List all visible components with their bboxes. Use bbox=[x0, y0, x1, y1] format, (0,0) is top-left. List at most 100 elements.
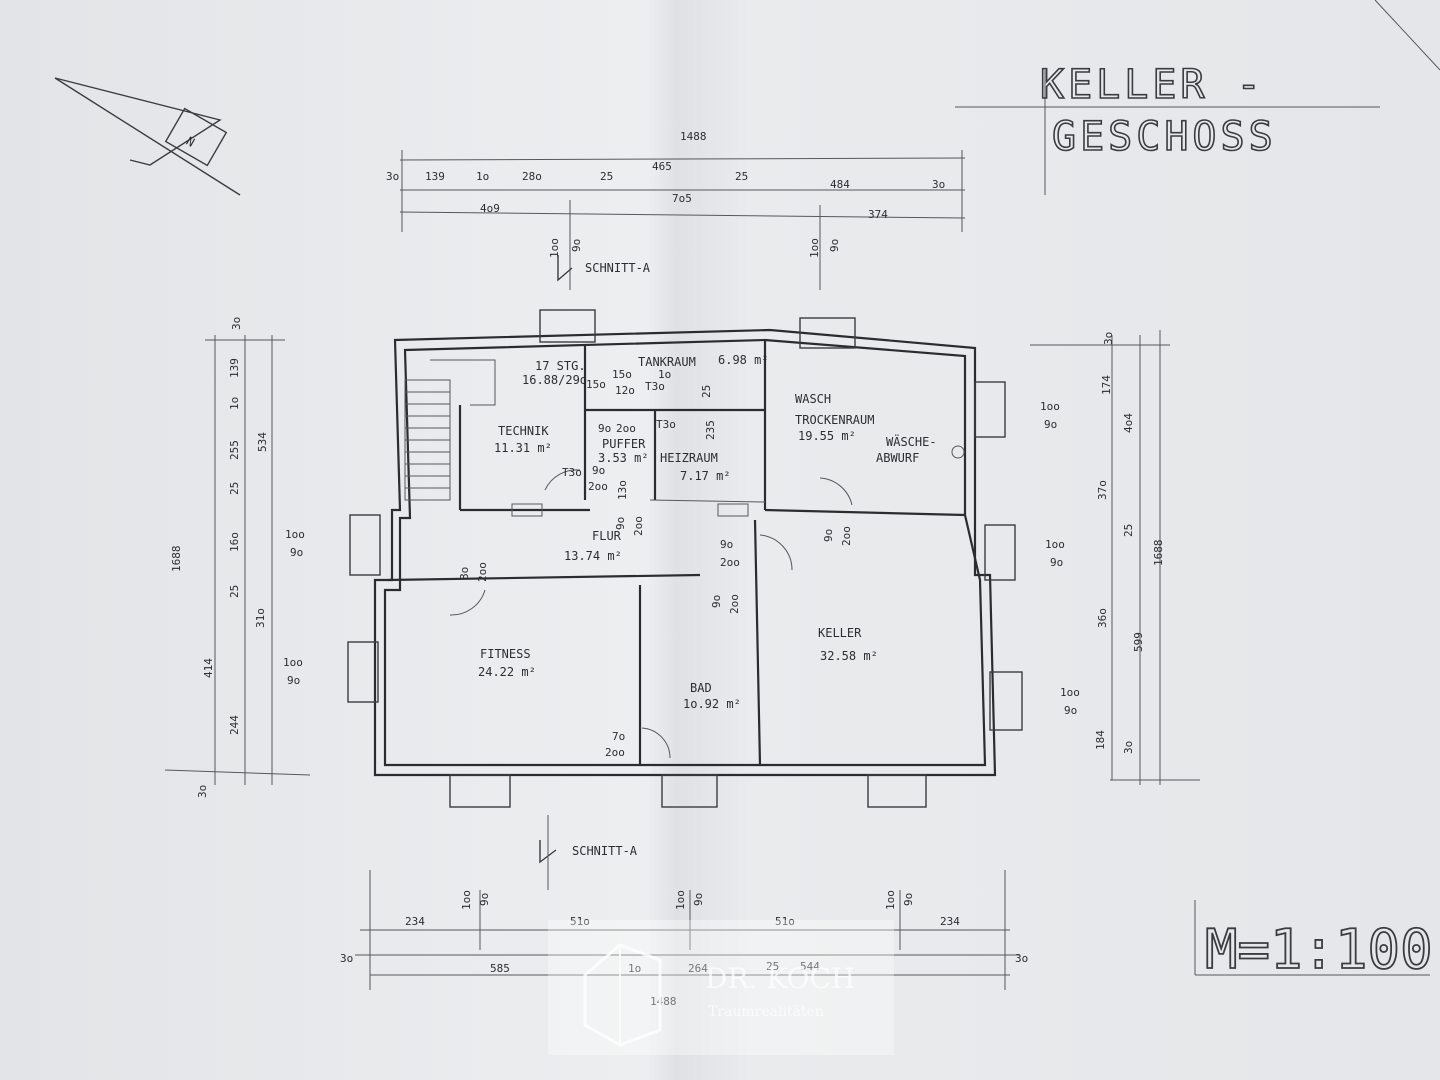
dim-label: 1688 bbox=[170, 546, 183, 573]
stairs-label: 17 STG. bbox=[535, 359, 586, 373]
fitness-area: 24.22 m² bbox=[478, 665, 536, 679]
dim-label: 3o bbox=[196, 785, 209, 798]
left-dimensions: 3o 139 1o 255 534 25 16o 25 31o 414 244 … bbox=[164, 317, 311, 798]
dim-label: 3o bbox=[386, 170, 399, 183]
dim-label: 9o bbox=[290, 546, 303, 559]
top-total-dim: 1488 bbox=[680, 130, 707, 143]
technik-area: 11.31 m² bbox=[494, 441, 552, 455]
keller-label: KELLER bbox=[818, 626, 862, 640]
dim-label: 4o9 bbox=[480, 202, 500, 215]
dim-label: 544 bbox=[800, 960, 820, 973]
dim-label: 2oo bbox=[476, 562, 489, 582]
dim-label: 9o bbox=[570, 239, 583, 252]
dim-label: 234 bbox=[405, 915, 425, 928]
dim-label: 2oo bbox=[720, 556, 740, 569]
top-dimensions: 1488 3o 139 1o 28o 25 465 25 484 3o 4o9 … bbox=[386, 130, 966, 290]
dim-label: 2oo bbox=[588, 480, 608, 493]
dim-label: 51o bbox=[570, 915, 590, 928]
staircase bbox=[404, 359, 496, 501]
dim-label: 2oo bbox=[728, 594, 741, 614]
dim-label: 9o bbox=[692, 893, 705, 906]
dim-label: 9o bbox=[592, 464, 605, 477]
window-wells bbox=[347, 309, 1023, 808]
section-label: SCHNITT-A bbox=[585, 261, 651, 275]
dim-label: 25 bbox=[1122, 524, 1135, 537]
abwurf-label: ABWURF bbox=[876, 451, 919, 465]
stairs-rise-label: 16.88/29o bbox=[522, 373, 587, 387]
dim-label: 3o bbox=[932, 178, 945, 191]
technik-label: TECHNIK bbox=[498, 424, 549, 438]
dim-label: 585 bbox=[490, 962, 510, 975]
dim-label: 174 bbox=[1100, 375, 1113, 395]
dim-label: 235 bbox=[704, 420, 717, 440]
section-marker-top: SCHNITT-A bbox=[557, 255, 651, 282]
dim-label: T3o bbox=[645, 380, 665, 393]
house-logo-icon bbox=[583, 943, 662, 1047]
dim-label: 9o bbox=[1064, 704, 1077, 717]
dim-label: 184 bbox=[1094, 730, 1107, 750]
dim-label: 1o bbox=[658, 368, 671, 381]
dim-label: 9o bbox=[598, 422, 611, 435]
dim-label: 3o bbox=[1015, 952, 1028, 965]
waesche-label: WÄSCHE- bbox=[886, 434, 937, 449]
dim-label: 244 bbox=[228, 715, 241, 735]
bottom-dimensions: 234 51o 51o 234 3o 585 1o 264 25 544 3o … bbox=[340, 870, 1028, 1008]
dim-label: 36o bbox=[1096, 608, 1109, 628]
dim-label: 1oo bbox=[884, 890, 897, 910]
dim-label: 1oo bbox=[460, 890, 473, 910]
room-labels: 17 STG. 16.88/29o TANKRAUM 6.98 m² TECHN… bbox=[478, 353, 937, 711]
dim-label: 534 bbox=[256, 432, 269, 452]
title-line-2: GESCHOSS bbox=[1052, 114, 1277, 160]
dim-label: 25 bbox=[735, 170, 748, 183]
watermark: DR. KOCH Traumrealitäten bbox=[548, 920, 894, 1055]
section-marker-bottom: SCHNITT-A bbox=[539, 840, 638, 864]
dim-label: 12o bbox=[615, 384, 635, 397]
dim-label: 4o4 bbox=[1122, 413, 1135, 433]
dim-label: 1oo bbox=[1040, 400, 1060, 413]
keller-area: 32.58 m² bbox=[820, 649, 878, 663]
dim-label: 9o bbox=[822, 529, 835, 542]
door-swings bbox=[449, 445, 965, 759]
dim-label: 2oo bbox=[605, 746, 625, 759]
dim-label: 9o bbox=[1050, 556, 1063, 569]
dim-label: 16o bbox=[228, 532, 241, 552]
dim-label: 1oo bbox=[1045, 538, 1065, 551]
dim-label: 15o bbox=[612, 368, 632, 381]
dim-label: 25 bbox=[600, 170, 613, 183]
flur-label: FLUR bbox=[592, 529, 622, 543]
dim-label: 1oo bbox=[1060, 686, 1080, 699]
wasch-area: 19.55 m² bbox=[798, 429, 856, 443]
dim-label: 9o bbox=[720, 538, 733, 551]
dim-label: T3o bbox=[562, 466, 582, 479]
heizraum-label: HEIZRAUM bbox=[660, 451, 718, 465]
bad-area: 1o.92 m² bbox=[683, 697, 741, 711]
dim-label: 139 bbox=[228, 358, 241, 378]
dim-label: 51o bbox=[775, 915, 795, 928]
dim-label: 9o bbox=[1044, 418, 1057, 431]
dim-label: 1oo bbox=[285, 528, 305, 541]
dim-label: 25 bbox=[228, 585, 241, 598]
dim-label: 1o bbox=[476, 170, 489, 183]
puffer-label: PUFFER bbox=[602, 437, 646, 451]
wasch-label: WASCH bbox=[795, 392, 831, 406]
dim-label: 1oo bbox=[283, 656, 303, 669]
title-block: KELLER - GESCHOSS bbox=[1039, 61, 1277, 161]
section-label: SCHNITT-A bbox=[572, 844, 638, 858]
dim-label: 28o bbox=[522, 170, 542, 183]
dim-label: 3o bbox=[1102, 332, 1115, 345]
dim-label: 9o bbox=[614, 517, 627, 530]
north-arrow-icon: N bbox=[54, 77, 241, 196]
dim-label: 31o bbox=[254, 608, 267, 628]
right-dimensions: 3o 174 4o4 37o 25 36o 599 184 3o 1688 1o… bbox=[1030, 330, 1200, 785]
dim-label: 264 bbox=[688, 962, 708, 975]
dim-label: 599 bbox=[1132, 632, 1145, 652]
dim-label: 37o bbox=[1096, 480, 1109, 500]
watermark-name: DR. KOCH bbox=[705, 962, 855, 995]
dim-label: 2oo bbox=[616, 422, 636, 435]
dim-label: 2oo bbox=[840, 526, 853, 546]
dim-label: 139 bbox=[425, 170, 445, 183]
dim-label: 9o bbox=[710, 595, 723, 608]
title-line-1: KELLER - bbox=[1040, 62, 1265, 108]
